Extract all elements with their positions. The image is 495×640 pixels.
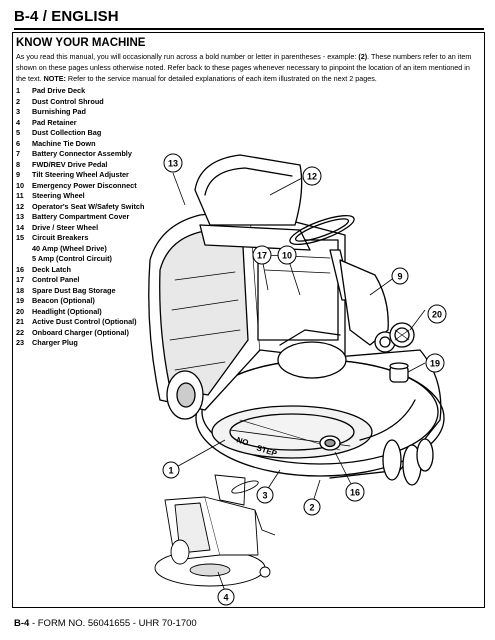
title-rule	[14, 28, 484, 30]
callout-1: 1	[168, 466, 173, 476]
callout-17: 17	[257, 251, 267, 261]
callout-12: 12	[307, 172, 317, 182]
page-footer: B-4 - FORM NO. 56041655 - UHR 70-1700	[14, 618, 197, 629]
callout-13: 13	[168, 159, 178, 169]
intro-note: Refer to the service manual for detailed…	[65, 74, 377, 83]
headlight	[389, 322, 415, 348]
intro-paragraph: As you read this manual, you will occasi…	[16, 51, 480, 84]
callout-16: 16	[350, 488, 360, 498]
part-subitem: 40 Amp (Wheel Drive)	[32, 243, 107, 253]
callout-2: 2	[309, 503, 314, 513]
callout-16-circle	[345, 482, 365, 502]
callout-13-circle	[163, 153, 183, 173]
inset-machine	[154, 474, 276, 587]
callout-17-circle	[252, 245, 272, 265]
callout-9: 9	[397, 272, 402, 282]
footer-form-number: - FORM NO. 56041655 - UHR 70-1700	[29, 618, 197, 629]
dust-control-shroud	[299, 349, 442, 479]
callout-12-circle	[302, 166, 322, 186]
callout-20-circle	[427, 304, 447, 324]
callout-3: 3	[262, 491, 267, 501]
rear-wheel	[166, 370, 204, 420]
page-title: B-4 / ENGLISH	[14, 8, 119, 25]
callout-19-circle	[425, 353, 445, 373]
callout-1-circle	[162, 461, 180, 479]
content-frame	[12, 32, 485, 608]
callout-10: 10	[282, 251, 292, 261]
deck-text-no: NO	[235, 435, 249, 447]
operator-seat	[194, 154, 311, 251]
section-title: KNOW YOUR MACHINE	[16, 37, 146, 49]
footer-page-number: B-4	[14, 618, 30, 629]
intro-example: (2)	[358, 52, 368, 61]
front-casters	[382, 438, 434, 486]
callout-20: 20	[432, 310, 442, 320]
callout-4-circle	[217, 588, 235, 606]
callout-9-circle	[391, 267, 409, 285]
callout-19: 19	[430, 359, 440, 369]
callout-4: 4	[223, 593, 228, 603]
intro-note-label: NOTE:	[43, 74, 66, 83]
intro-text-2: . These numbers refer to an item shown o…	[16, 52, 472, 83]
deck-latch	[319, 435, 341, 451]
callout-10-circle	[277, 245, 297, 265]
callout-2-circle	[303, 498, 321, 516]
front-assembly	[339, 259, 396, 353]
intro-text-1: As you read this manual, you will occasi…	[16, 52, 359, 61]
beacon	[389, 362, 409, 383]
part-subitem: 5 Amp (Control Circuit)	[32, 254, 112, 263]
callout-3-circle	[256, 486, 274, 504]
